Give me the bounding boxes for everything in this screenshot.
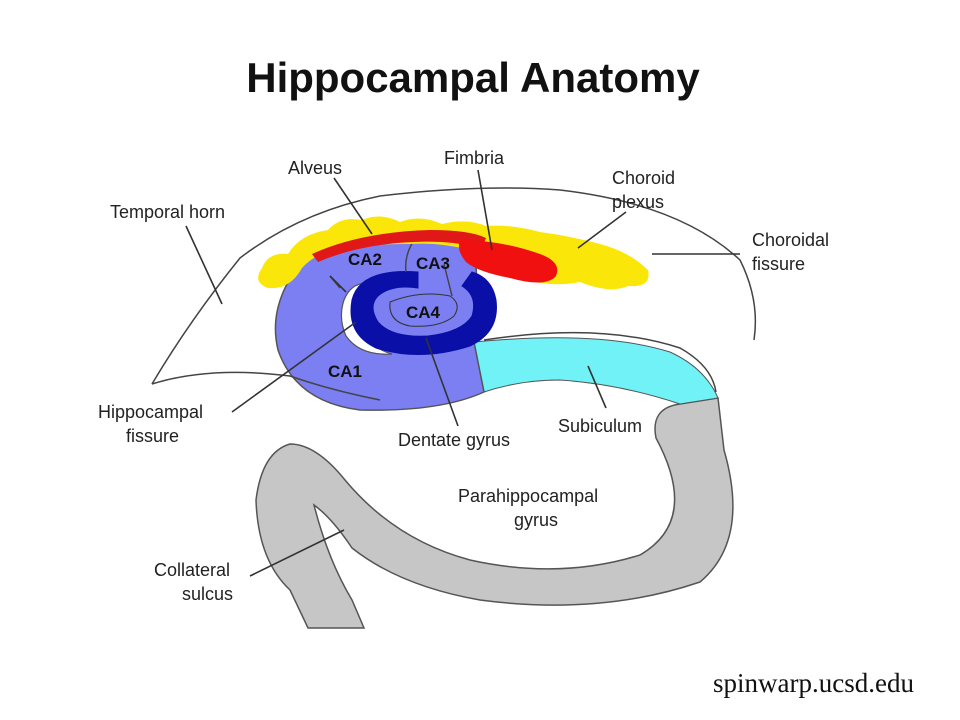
fimbria-label: Fimbria — [444, 148, 505, 168]
ca1-label: CA1 — [328, 362, 362, 381]
parahippocampal-gyrus-label-line1: Parahippocampal — [458, 486, 598, 506]
collateral-sulcus-label-line2: sulcus — [182, 584, 233, 604]
hippocampal-fissure-label: Hippocampal fissure — [98, 402, 208, 446]
subiculum-leader — [587, 365, 607, 409]
dentate-gyrus-region — [350, 271, 497, 355]
temporal-horn-leader — [185, 225, 223, 305]
hippocampal-fissure-label-line2: fissure — [126, 426, 179, 446]
parahippocampal-gyrus-label-line2: gyrus — [514, 510, 558, 530]
alveus-label: Alveus — [288, 158, 342, 178]
alveus-leader — [333, 177, 373, 235]
ventricle-floor-outline — [483, 331, 717, 393]
choroid-plexus-leader — [577, 211, 627, 249]
dentate-gyrus-leader — [425, 337, 459, 427]
source-credit: spinwarp.ucsd.edu — [713, 668, 914, 698]
temporal-horn-outline — [151, 187, 757, 385]
parahippocampal-gyrus-region — [255, 397, 734, 629]
temporal-horn-label: Temporal horn — [110, 202, 225, 222]
choroidal-fissure-label: Choroidal fissure — [752, 230, 834, 274]
temporal-horn-lower-outline — [151, 371, 381, 401]
choroidal-fissure-label-line2: fissure — [752, 254, 805, 274]
ca4-region — [389, 293, 458, 327]
ca2-label: CA2 — [348, 250, 382, 269]
ca4-label: CA4 — [406, 303, 441, 322]
ca3-label: CA3 — [416, 254, 450, 273]
ca1-ca2-leader — [329, 275, 347, 293]
fimbria-region — [458, 240, 558, 283]
fimbria-leader — [477, 169, 493, 251]
parahippocampal-gyrus-label: Parahippocampal gyrus — [458, 486, 603, 530]
hippocampal-fissure-label-line1: Hippocampal — [98, 402, 203, 422]
alveus-region — [312, 230, 486, 262]
choroidal-fissure-label-line1: Choroidal — [752, 230, 829, 250]
collateral-sulcus-leader — [249, 529, 345, 577]
dentate-gyrus-label: Dentate gyrus — [398, 430, 510, 450]
subiculum-region — [473, 337, 719, 405]
choroid-plexus-label-line1: Choroid — [612, 168, 675, 188]
choroid-plexus-label-line2: plexus — [612, 192, 664, 212]
ca3-ca4-divider — [443, 263, 453, 297]
choroid-plexus-label: Choroid plexus — [612, 168, 680, 212]
diagram-title: Hippocampal Anatomy — [246, 54, 700, 101]
subiculum-label: Subiculum — [558, 416, 642, 436]
collateral-sulcus-label: Collateral sulcus — [154, 560, 235, 604]
hippocampal-fissure-leader — [231, 321, 357, 413]
collateral-sulcus-label-line1: Collateral — [154, 560, 230, 580]
